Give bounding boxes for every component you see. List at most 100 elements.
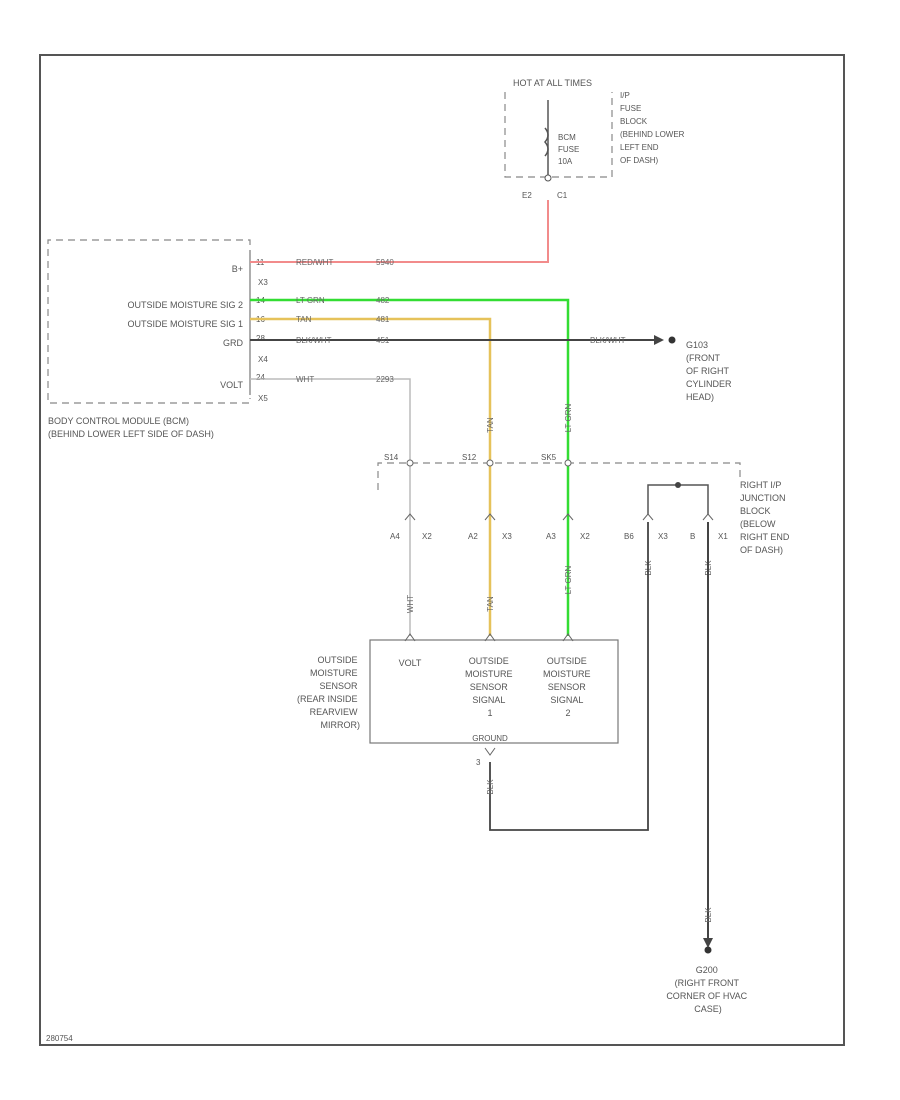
fuse-block-location-line: I/P (620, 91, 630, 100)
bcm-conn: X4 (258, 355, 268, 364)
sensor-name-line: REARVIEW (310, 707, 358, 717)
wire-color-label-vertical: BLK (704, 907, 713, 923)
bcm-conn: X5 (258, 394, 268, 403)
pin-terminal-icon (404, 633, 416, 642)
pin-terminal-icon (484, 633, 496, 642)
bcm-name-line: (BEHIND LOWER LEFT SIDE OF DASH) (48, 429, 214, 439)
bcm-pin: 28 (256, 334, 265, 343)
fuse-label-line: FUSE (558, 145, 579, 154)
wire-b-plus (250, 200, 549, 263)
junction-bus (647, 484, 709, 515)
bcm-row-label: B+ (232, 264, 243, 274)
junction-conn: X3 (658, 532, 668, 541)
svg-text:OUTSIDE MOISTURE S: OUTSIDE MOISTURE SENSOR SIGNAL 1 (465, 656, 515, 718)
fuse-block: HOT AT ALL TIMES I/P FUSE BLOCK (BEHIND … (504, 78, 687, 200)
sensor-signal-label: OUTSIDE (547, 656, 587, 666)
junction-block-label-line: RIGHT END (740, 532, 790, 542)
sensor-signal-label: SIGNAL (550, 695, 583, 705)
splice-label: SK5 (541, 453, 557, 462)
moisture-sensor: VOLT OUTSIDE MOISTURE SENSOR SIGNAL 1 OU… (297, 633, 619, 795)
g103-label-line: OF RIGHT (686, 366, 729, 376)
fuse-block-location-line: OF DASH) (620, 156, 659, 165)
sensor-signal-label: SENSOR (470, 682, 509, 692)
sensor-ground-pin: 3 (476, 758, 481, 767)
wire-volt (250, 378, 411, 636)
wire-color-label: LT GRN (296, 296, 325, 305)
bcm-conn: X3 (258, 278, 268, 287)
sensor-name-line: MOISTURE (310, 668, 358, 678)
svg-text:OUTSIDE MOISTURE S: OUTSIDE MOISTURE SENSOR SIGNAL 2 (543, 656, 593, 718)
sensor-signal-label: VOLT (399, 658, 422, 668)
sensor-signal-label: OUTSIDE (469, 656, 509, 666)
wire-color-label-vertical: TAN (486, 417, 495, 433)
sensor-signal-label: 1 (487, 708, 492, 718)
wire-color-label: BLK/WHT (590, 336, 626, 345)
fuse-block-location-line: BLOCK (620, 117, 648, 126)
wire-color-label-vertical: LT GRN (564, 565, 573, 594)
svg-text:G103 (FRONT OF RIGHT: G103 (FRONT OF RIGHT CYLINDER HEAD) (686, 340, 734, 402)
bcm-pin: 24 (256, 373, 265, 382)
svg-text:G200 (RIGHT FRONT CORN: G200 (RIGHT FRONT CORNER OF HVAC CASE) (666, 965, 749, 1014)
junction-pin: A3 (546, 532, 556, 541)
wire-color-label-vertical: LT GRN (564, 403, 573, 432)
junction-block-label-line: RIGHT I/P (740, 480, 781, 490)
sensor-signal-label: MOISTURE (465, 669, 513, 679)
splice-icon (486, 459, 494, 467)
junction-pin: A2 (468, 532, 478, 541)
junction-block-label-line: JUNCTION (740, 493, 786, 503)
fuse-pin-label: C1 (557, 191, 568, 200)
junction-conn: X2 (422, 532, 432, 541)
diagram-id: 280754 (46, 1034, 73, 1043)
sensor-signal-label: 2 (565, 708, 570, 718)
svg-text:I/P FUSE BLOCK: I/P FUSE BLOCK (BEHIND LOWER LEFT END OF… (620, 91, 687, 165)
fuse-block-location-line: FUSE (620, 104, 641, 113)
junction-conn: X1 (718, 532, 728, 541)
wire-circuit-label: 451 (376, 336, 390, 345)
g200-label-line: CASE) (694, 1004, 722, 1014)
g103-label-line: CYLINDER (686, 379, 732, 389)
sensor-ground-label: GROUND (472, 734, 508, 743)
sensor-name-line: (REAR INSIDE (297, 694, 358, 704)
bcm-row-label: OUTSIDE MOISTURE SIG 1 (127, 319, 243, 329)
g200-label-line: CORNER OF HVAC (666, 991, 747, 1001)
g103-label-line: G103 (686, 340, 708, 350)
wire-circuit-label: 481 (376, 315, 390, 324)
bcm-module: B+ OUTSIDE MOISTURE SIG 2 OUTSIDE MOISTU… (47, 239, 268, 439)
wire-color-label-vertical: BLK (486, 779, 495, 795)
splice-icon (564, 459, 572, 467)
svg-text:RIGHT I/P JUNCTION: RIGHT I/P JUNCTION BLOCK (BELOW RIGHT EN… (740, 480, 792, 555)
fuse-block-heading: HOT AT ALL TIMES (513, 78, 592, 88)
g103-label-line: HEAD) (686, 392, 714, 402)
wire-color-label: BLK/WHT (296, 336, 332, 345)
junction-block: S14 S12 SK5 RIGHT I/P JUNCTION BLOCK (BE… (377, 453, 792, 555)
junction-conn: X3 (502, 532, 512, 541)
fuse-block-location-line: LEFT END (620, 143, 659, 152)
pin-terminal-icon (642, 513, 654, 521)
splice-icon (406, 459, 414, 467)
wire-color-label: TAN (296, 315, 312, 324)
bcm-row-label: VOLT (220, 380, 243, 390)
fuse-pin-label: E2 (522, 191, 532, 200)
wire-color-label-vertical: TAN (486, 596, 495, 612)
pin-terminal-icon (562, 633, 574, 642)
fuse-terminal-icon (544, 174, 552, 182)
junction-block-label-line: BLOCK (740, 506, 771, 516)
splice-label: S14 (384, 453, 399, 462)
junction-pin: B (690, 532, 695, 541)
g200-label-line: G200 (696, 965, 718, 975)
junction-pin: A4 (390, 532, 400, 541)
wire-moisture-sig-1 (250, 317, 492, 462)
wire-color-label-vertical: WHT (406, 595, 415, 613)
fuse-label-line: BCM (558, 133, 576, 142)
svg-text:OUTSIDE MOISTURE S: OUTSIDE MOISTURE SENSOR (REAR INSIDE REA… (297, 655, 360, 730)
sensor-signal-label: SIGNAL (472, 695, 505, 705)
splice-label: S12 (462, 453, 477, 462)
svg-text:BCM FUSE 10A: BCM FUSE 10A (558, 133, 582, 166)
fuse-icon (544, 127, 549, 157)
pin-terminal-icon (404, 513, 416, 521)
g103-label-line: (FRONT (686, 353, 720, 363)
bcm-name-line: BODY CONTROL MODULE (BCM) (48, 416, 189, 426)
diagram-frame (39, 54, 845, 1046)
wire-sensor-ground (489, 522, 649, 831)
